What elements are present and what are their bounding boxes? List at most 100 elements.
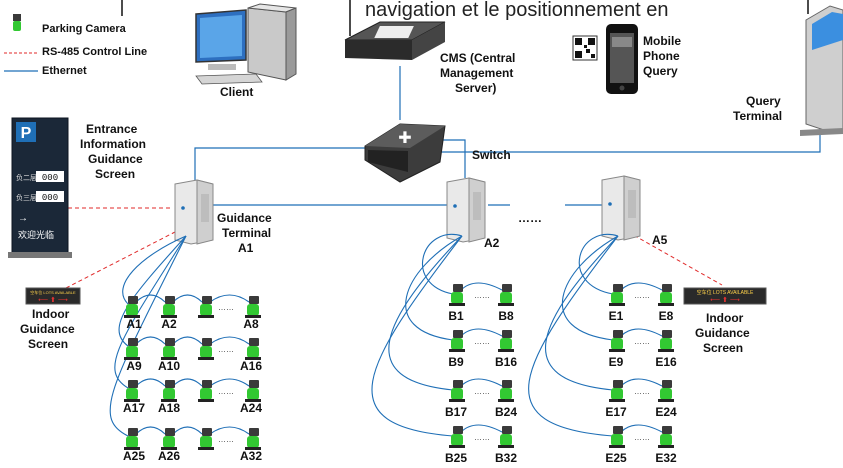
camera-b16 — [498, 330, 514, 352]
entrance-count1: 000 — [42, 173, 58, 183]
mobile-label-2: Phone — [643, 49, 680, 63]
cms-server — [344, 21, 446, 60]
camera-a8 — [245, 296, 261, 318]
row-ellipsis: …… — [218, 387, 234, 396]
camera-b24 — [498, 380, 514, 402]
camera-b9 — [449, 330, 465, 352]
camera-label-b8: B8 — [498, 309, 514, 323]
client-computer — [195, 3, 297, 85]
bus-line — [578, 233, 619, 295]
camera-label-a32: A32 — [240, 449, 262, 463]
camera-a26-next — [198, 428, 214, 450]
camera-label-a1: A1 — [126, 317, 142, 331]
camera-label-b17: B17 — [445, 405, 467, 419]
camera-a18-next — [198, 380, 214, 402]
cms-label: CMS (Central Management Server) — [440, 51, 519, 95]
camera-b8 — [498, 284, 514, 306]
camera-e16 — [658, 330, 674, 352]
entrance-label-3: Guidance — [88, 152, 143, 166]
bus-line — [135, 294, 166, 303]
camera-label-b25: B25 — [445, 451, 467, 465]
camera-a2-next — [198, 296, 214, 318]
camera-a26 — [161, 428, 177, 450]
camera-label-e24: E24 — [655, 405, 677, 419]
cms-label-1: CMS (Central — [440, 51, 515, 65]
camera-b1 — [449, 284, 465, 306]
indoor-sign-left-text: 空车位 LOTS AVAILABLE — [30, 289, 76, 295]
camera-b25 — [449, 426, 465, 448]
entrance-row1: 负二层 — [16, 173, 37, 182]
network-switch: ✚ — [364, 123, 446, 183]
indoor-left-label-1: Indoor — [32, 307, 70, 321]
entrance-guidance-screen: P 负二层 000 负三层 000 → 欢迎光临 — [8, 117, 72, 258]
bus-line — [209, 294, 250, 303]
terminal-a5-box — [601, 175, 641, 241]
camera-label-b24: B24 — [495, 405, 517, 419]
camera-label-e17: E17 — [605, 405, 627, 419]
entrance-label-1: Entrance — [86, 122, 138, 136]
bus-line — [620, 378, 663, 387]
camera-label-b1: B1 — [448, 309, 464, 323]
indoor-screen-right: 空车位 LOTS AVAILABLE ⟵ ⬆ ⟶ — [683, 287, 767, 305]
entrance-arrow-icon: → — [18, 213, 28, 224]
bus-line — [460, 282, 503, 291]
camera-label-e1: E1 — [609, 309, 624, 323]
indoor-left-label: Indoor Guidance Screen — [20, 307, 78, 351]
camera-bus-lines — [109, 233, 663, 437]
indoor-sign-right-text: 空车位 LOTS AVAILABLE — [697, 289, 754, 296]
row-ellipsis: …… — [218, 303, 234, 312]
camera-label-b16: B16 — [495, 355, 517, 369]
camera-e24 — [658, 380, 674, 402]
svg-text:⟵ ⬆ ⟶: ⟵ ⬆ ⟶ — [38, 296, 68, 304]
mobile-phone — [606, 24, 638, 94]
camera-label-a2: A2 — [161, 317, 177, 331]
row-ellipsis: …… — [474, 291, 490, 300]
bus-line — [620, 424, 663, 433]
indoor-left-label-2: Guidance — [20, 322, 75, 336]
camera-label-a10: A10 — [158, 359, 180, 373]
mobile-label: Mobile Phone Query — [643, 34, 684, 78]
bus-line — [528, 235, 619, 437]
query-label-1: Query — [746, 94, 781, 108]
row-ellipsis: …… — [474, 433, 490, 442]
camera-label-b32: B32 — [495, 451, 517, 465]
row-ellipsis: …… — [218, 435, 234, 444]
camera-a24 — [245, 380, 261, 402]
camera-e1 — [609, 284, 625, 306]
camera-e9 — [609, 330, 625, 352]
eth-switch-a2 — [440, 139, 466, 178]
cms-label-2: Management — [440, 66, 513, 80]
legend: Parking Camera RS-485 Control Line Ether… — [4, 14, 147, 77]
bus-line — [172, 426, 203, 435]
svg-text:⟵ ⬆ ⟶: ⟵ ⬆ ⟶ — [710, 296, 740, 304]
bus-line — [135, 336, 166, 345]
indoor-right-label-1: Indoor — [706, 311, 744, 325]
svg-text:✚: ✚ — [398, 130, 411, 147]
legend-camera-label: Parking Camera — [42, 23, 127, 35]
bus-line — [561, 235, 619, 341]
camera-label-e8: E8 — [659, 309, 674, 323]
mobile-label-1: Mobile — [643, 34, 681, 48]
camera-label-a25: A25 — [123, 449, 145, 463]
indoor-screen-left: 空车位 LOTS AVAILABLE ⟵ ⬆ ⟶ — [25, 287, 81, 305]
entrance-count2: 000 — [42, 193, 58, 203]
entrance-welcome: 欢迎光临 — [18, 229, 54, 240]
terminal-dots: …… — [518, 211, 542, 225]
bus-line — [172, 294, 203, 303]
entrance-label-4: Screen — [95, 167, 135, 181]
row-ellipsis: …… — [634, 291, 650, 300]
bus-line — [545, 235, 619, 391]
query-terminal-kiosk — [800, 5, 843, 136]
camera-label-a9: A9 — [126, 359, 142, 373]
camera-a10-next — [198, 338, 214, 360]
camera-e17 — [609, 380, 625, 402]
camera-label-e16: E16 — [655, 355, 677, 369]
bus-line — [371, 235, 463, 437]
row-ellipsis: …… — [474, 337, 490, 346]
terminal-a2-box — [446, 177, 486, 243]
bus-line — [620, 282, 663, 291]
camera-label-a8: A8 — [243, 317, 259, 331]
row-ellipsis: …… — [218, 345, 234, 354]
